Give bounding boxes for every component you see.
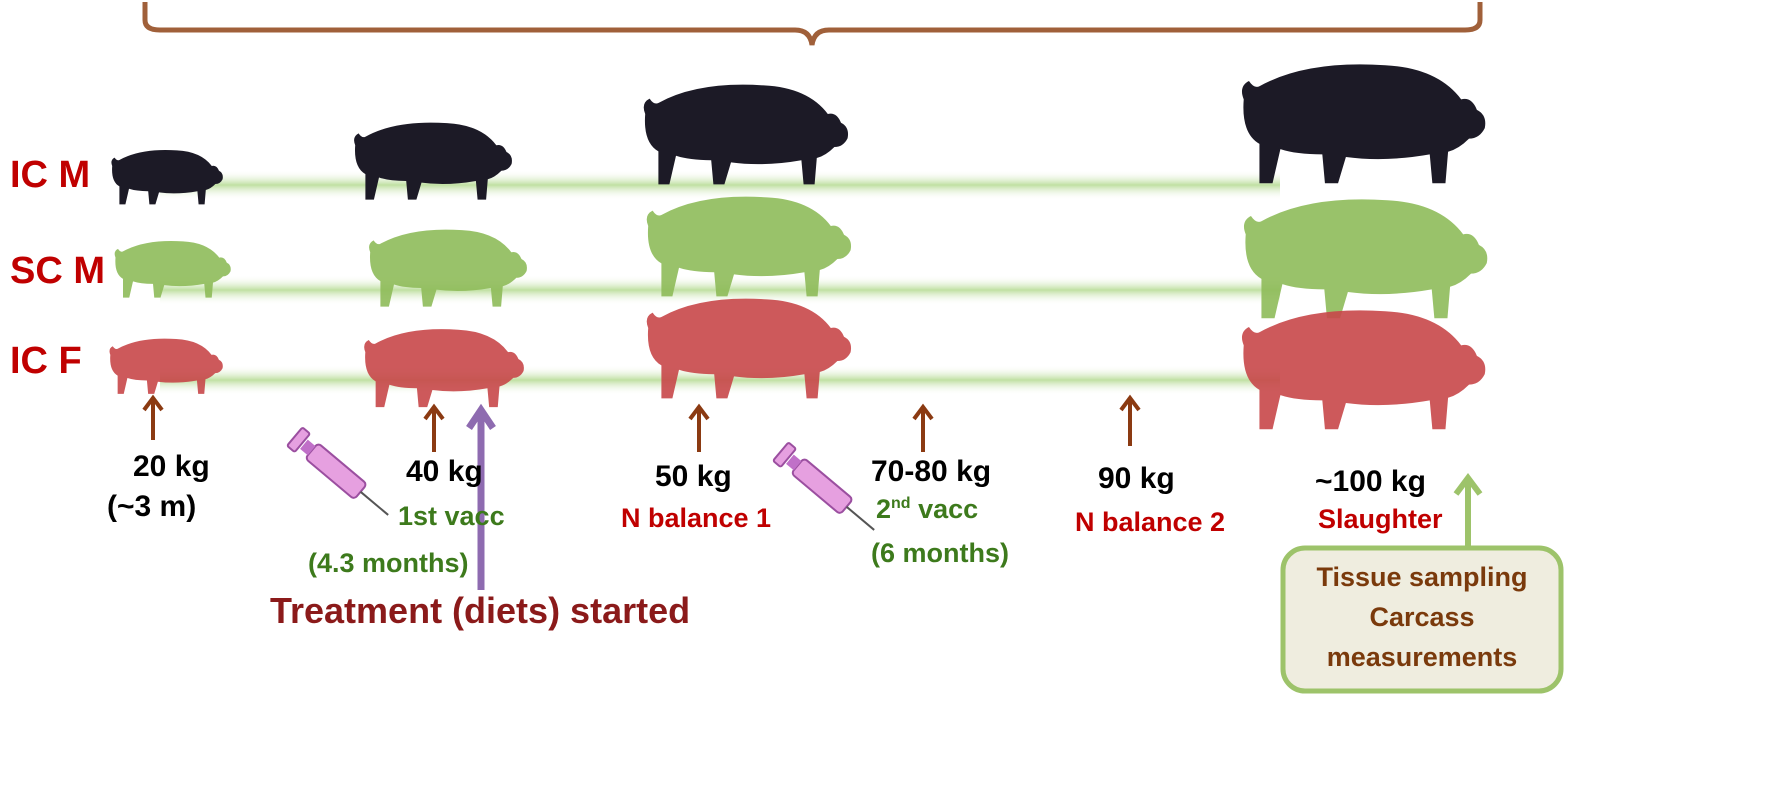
age-3m: (~3 m) [107, 490, 196, 524]
n-balance-2: N balance 2 [1075, 507, 1225, 538]
age-4-3-months: (4.3 months) [308, 548, 469, 579]
age-6-months: (6 months) [871, 538, 1009, 569]
pig-icon [1242, 64, 1485, 183]
sampling-line-2: Carcass [1283, 597, 1561, 637]
treatment-started-label: Treatment (diets) started [270, 590, 690, 632]
syringe-icon [773, 442, 882, 539]
weight-50kg: 50 kg [655, 460, 732, 494]
weight-20kg: 20 kg [133, 450, 210, 484]
row-label-scm: SC M [10, 250, 105, 293]
sampling-arrow [1456, 478, 1480, 548]
pig-icon [644, 85, 848, 185]
weight-100kg: ~100 kg [1315, 465, 1426, 499]
arrow-20kg [144, 398, 162, 440]
arrow-50kg [690, 407, 708, 452]
arrow-40kg [425, 407, 443, 452]
top-brace [145, 2, 1480, 45]
weight-70-80kg: 70-80 kg [871, 455, 991, 489]
pig-icon [364, 329, 524, 407]
arrow-70kg [914, 407, 932, 452]
weight-90kg: 90 kg [1098, 462, 1175, 496]
treatment-arrow [469, 410, 493, 590]
sampling-box-text: Tissue sampling Carcass measurements [1283, 557, 1561, 677]
first-vacc: 1st vacc [398, 501, 505, 532]
row-label-icf: IC F [10, 340, 82, 383]
weight-40kg: 40 kg [406, 455, 483, 489]
pig-icon [1242, 310, 1485, 429]
pig-icon [1244, 199, 1487, 318]
sampling-line-1: Tissue sampling [1283, 557, 1561, 597]
row-label-icm: IC M [10, 154, 90, 197]
arrow-90kg [1121, 398, 1139, 446]
slaughter-label: Slaughter [1318, 504, 1443, 535]
sampling-line-3: measurements [1283, 637, 1561, 677]
n-balance-1: N balance 1 [621, 503, 771, 534]
syringe-icon [287, 427, 396, 524]
second-vacc: 2nd vacc [876, 494, 978, 525]
